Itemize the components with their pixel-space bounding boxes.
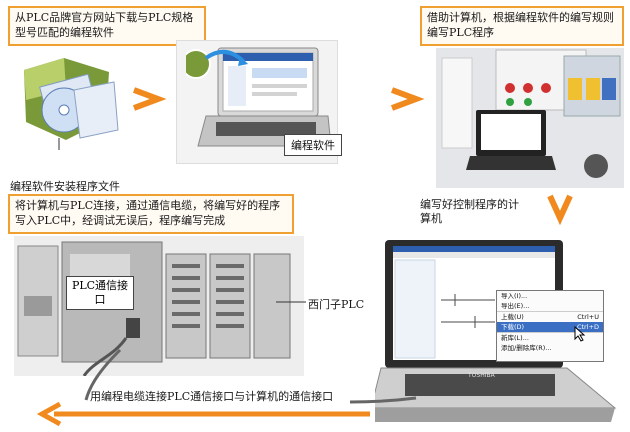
step3-callout-text: 借助计算机，根据编程软件的编写规则编写PLC程序 (427, 11, 614, 39)
menu-item-export[interactable]: 导出(E)... (497, 301, 603, 311)
menu-item-import-label: 导入(I)... (501, 292, 528, 300)
menu-item-new-library-label: 新库(L)... (501, 334, 529, 342)
laptop-brand: TOSHIBA (468, 372, 495, 379)
software-package-illustration (24, 58, 119, 150)
menu-item-new-library[interactable]: 新库(L)... (497, 332, 603, 343)
menu-item-upload-shortcut: Ctrl+U (577, 313, 599, 321)
arrow-left-bottom (36, 401, 370, 427)
step2-label: 编程软件 (284, 134, 342, 156)
step3-callout: 借助计算机，根据编程软件的编写规则编写PLC程序 (420, 6, 624, 46)
step4-label-text: 编写好控制程序的计算机 (420, 198, 519, 225)
plc-port-label-text: PLC通信接口 (71, 279, 129, 306)
arrow-right-2 (390, 87, 425, 111)
arrow-right-1 (132, 87, 167, 111)
plc-label-leader (276, 301, 306, 303)
menu-item-export-label: 导出(E)... (501, 302, 530, 310)
menu-item-add-remove-library-label: 添加/删除库(R)... (501, 344, 552, 352)
arrow-down (547, 194, 573, 226)
menu-item-add-remove-library[interactable]: 添加/删除库(R)... (497, 343, 603, 353)
bottom-caption: 用编程电缆连接PLC通信接口与计算机的通信接口 (90, 390, 334, 403)
step5-callout: 将计算机与PLC连接，通过通信电缆，将编写好的程序写入PLC中，经调试无误后，程… (8, 194, 294, 234)
menu-item-upload-label: 上载(U) (501, 313, 524, 321)
plc-port-label: PLC通信接口 (66, 276, 134, 310)
step4-label: 编写好控制程序的计算机 (420, 198, 520, 226)
menu-item-download-label: 下载(D) (501, 323, 525, 331)
mouse-cursor-icon (574, 326, 586, 342)
context-menu: 导入(I)... 导出(E)... 上载(U) Ctrl+U 下载(D) Ctr… (496, 290, 604, 362)
menu-item-upload[interactable]: 上载(U) Ctrl+U (497, 311, 603, 322)
step1-caption: 编程软件安装程序文件 (10, 180, 120, 193)
menu-item-download[interactable]: 下载(D) Ctrl+D (497, 322, 603, 332)
training-rig-illustration (436, 48, 624, 188)
menu-item-download-shortcut: Ctrl+D (576, 323, 599, 331)
plc-label: 西门子PLC (308, 298, 365, 311)
communication-cable (84, 348, 417, 404)
step1-callout: 从PLC品牌官方网站下载与PLC规格型号匹配的编程软件 (8, 6, 206, 46)
step1-callout-text: 从PLC品牌官方网站下载与PLC规格型号匹配的编程软件 (15, 11, 194, 39)
laptop-software-illustration (186, 47, 331, 147)
menu-item-import[interactable]: 导入(I)... (497, 291, 603, 301)
step5-callout-text: 将计算机与PLC连接，通过通信电缆，将编写好的程序写入PLC中，经调试无误后，程… (15, 199, 281, 227)
